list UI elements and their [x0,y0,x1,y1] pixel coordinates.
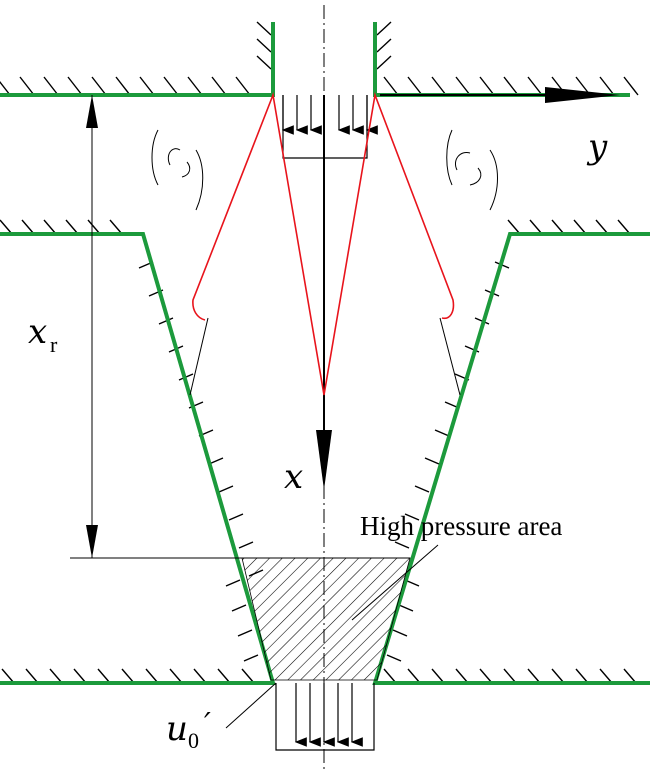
svg-text:u: u [166,709,188,749]
y-axis-arrow [380,87,620,103]
svg-text:0: 0 [188,728,199,753]
high-pressure-label: High pressure area [360,511,562,541]
hook-connector-lines [189,317,461,396]
jet-lines [192,91,455,396]
u0-leader [225,682,277,729]
xr-dimension [70,95,410,559]
right-vortex [446,129,498,211]
inlet-velocity-profile [281,95,378,159]
left-vortex [151,129,204,211]
left-cavity-wall [0,232,276,685]
xr-label: x r [28,312,58,357]
x-axis-arrow [316,95,332,490]
left-jet-line [192,91,455,396]
high-pressure-leader [351,544,439,621]
outlet-velocity-profile [275,683,375,751]
svg-text:′: ′ [204,707,211,742]
top-left-wall [0,22,275,97]
right-cavity-wall [372,232,650,685]
x-axis-label: x [284,457,303,497]
wall-hatching [0,21,639,684]
svg-text:r: r [50,332,58,357]
svg-text:x: x [28,312,47,352]
high-pressure-area [241,557,411,681]
u0-label: u 0 ′ [166,707,211,753]
y-axis-label: y [586,127,608,167]
